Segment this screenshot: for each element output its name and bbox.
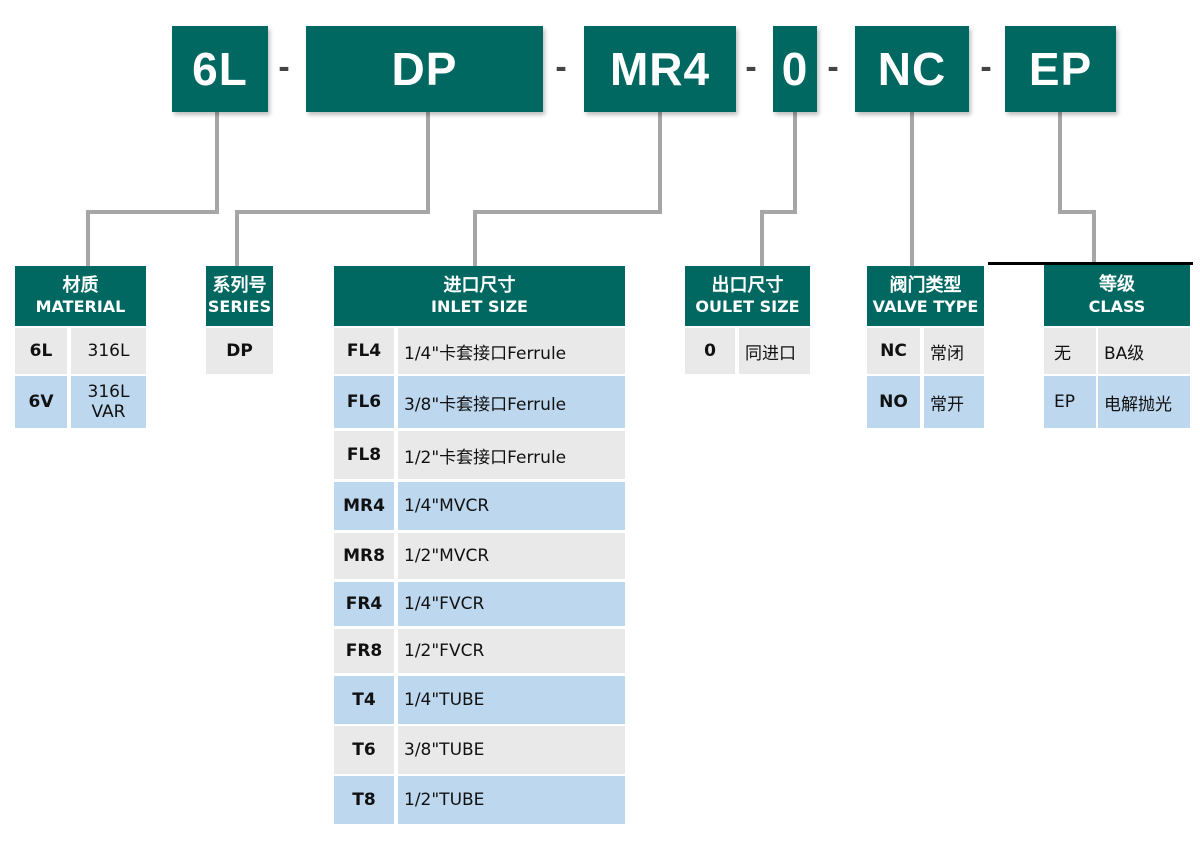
valve-type-row-desc: 常闭 <box>924 328 984 374</box>
class-row-desc: BA级 <box>1098 328 1190 374</box>
series-row-code: DP <box>206 328 273 374</box>
outlet-title-en: OULET SIZE <box>695 297 800 317</box>
separator-dash: - <box>555 48 567 86</box>
inlet-row-desc: 3/8"卡套接口Ferrule <box>398 376 625 428</box>
code-box-outlet: 0 <box>773 26 817 112</box>
separator-dash: - <box>827 48 839 86</box>
inlet-title-cn: 进口尺寸 <box>443 274 516 296</box>
valve-type-row-code: NC <box>867 328 920 374</box>
inlet-row-code: FR8 <box>334 629 394 673</box>
inlet-row-desc: 1/4"卡套接口Ferrule <box>398 328 625 374</box>
inlet-row-code: T6 <box>334 726 394 774</box>
inlet-row-desc: 1/2"FVCR <box>398 629 625 673</box>
outlet-header: 出口尺寸 OULET SIZE <box>685 266 810 326</box>
class-row-code: EP <box>1044 376 1096 428</box>
connector-outlet <box>760 112 797 266</box>
code-box-inlet: MR4 <box>584 26 736 112</box>
inlet-row-desc: 1/4"MVCR <box>398 482 625 530</box>
outlet-row-code: 0 <box>685 328 735 374</box>
connector-inlet <box>473 112 662 266</box>
valve-type-title-cn: 阀门类型 <box>889 274 962 296</box>
valve-type-header: 阀门类型 VALVE TYPE <box>867 266 984 326</box>
inlet-row-code: FL6 <box>334 376 394 428</box>
inlet-row-desc: 1/4"FVCR <box>398 582 625 626</box>
material-title-cn: 材质 <box>62 274 99 296</box>
material-header: 材质 MATERIAL <box>15 266 146 326</box>
material-row-desc: 316L <box>71 328 146 374</box>
valve-type-title-en: VALVE TYPE <box>872 297 979 317</box>
inlet-row-code: T4 <box>334 676 394 724</box>
material-row-code: 6L <box>15 328 67 374</box>
code-box-class: EP <box>1005 26 1116 112</box>
inlet-row-code: T8 <box>334 776 394 824</box>
code-box-valve-type: NC <box>855 26 969 112</box>
inlet-row-code: FL4 <box>334 328 394 374</box>
connector-material <box>86 112 219 266</box>
inlet-row-desc: 1/2"TUBE <box>398 776 625 824</box>
outlet-row-desc: 同进口 <box>739 328 810 374</box>
inlet-title-en: INLET SIZE <box>431 297 528 317</box>
material-row-code: 6V <box>15 376 67 428</box>
material-title-en: MATERIAL <box>35 297 126 317</box>
class-title-en: CLASS <box>1088 296 1146 316</box>
inlet-row-code: FL8 <box>334 431 394 479</box>
inlet-header: 进口尺寸 INLET SIZE <box>334 266 625 326</box>
class-row-code: 无 <box>1044 328 1096 374</box>
inlet-row-code: MR4 <box>334 482 394 530</box>
class-top-rule <box>988 262 1193 265</box>
inlet-row-desc: 1/2"MVCR <box>398 533 625 579</box>
series-title-cn: 系列号 <box>212 274 267 296</box>
inlet-row-code: FR4 <box>334 582 394 626</box>
series-title-en: SERIES <box>207 297 272 317</box>
inlet-row-desc: 3/8"TUBE <box>398 726 625 774</box>
inlet-row-code: MR8 <box>334 533 394 579</box>
inlet-row-desc: 1/2"卡套接口Ferrule <box>398 431 625 479</box>
separator-dash: - <box>745 48 757 86</box>
separator-dash: - <box>980 48 992 86</box>
material-row-desc: 316L VAR <box>71 376 146 428</box>
code-box-material: 6L <box>172 26 268 112</box>
series-header: 系列号 SERIES <box>206 266 273 326</box>
code-box-series: DP <box>306 26 543 112</box>
valve-type-row-code: NO <box>867 376 920 428</box>
connector-series <box>235 112 430 266</box>
valve-type-row-desc: 常开 <box>924 376 984 428</box>
connector-class <box>1058 112 1096 264</box>
class-row-desc: 电解抛光 <box>1098 376 1190 428</box>
class-header: 等级 CLASS <box>1044 265 1190 326</box>
outlet-title-cn: 出口尺寸 <box>711 274 784 296</box>
separator-dash: - <box>278 48 290 86</box>
inlet-row-desc: 1/4"TUBE <box>398 676 625 724</box>
class-title-cn: 等级 <box>1099 274 1135 296</box>
